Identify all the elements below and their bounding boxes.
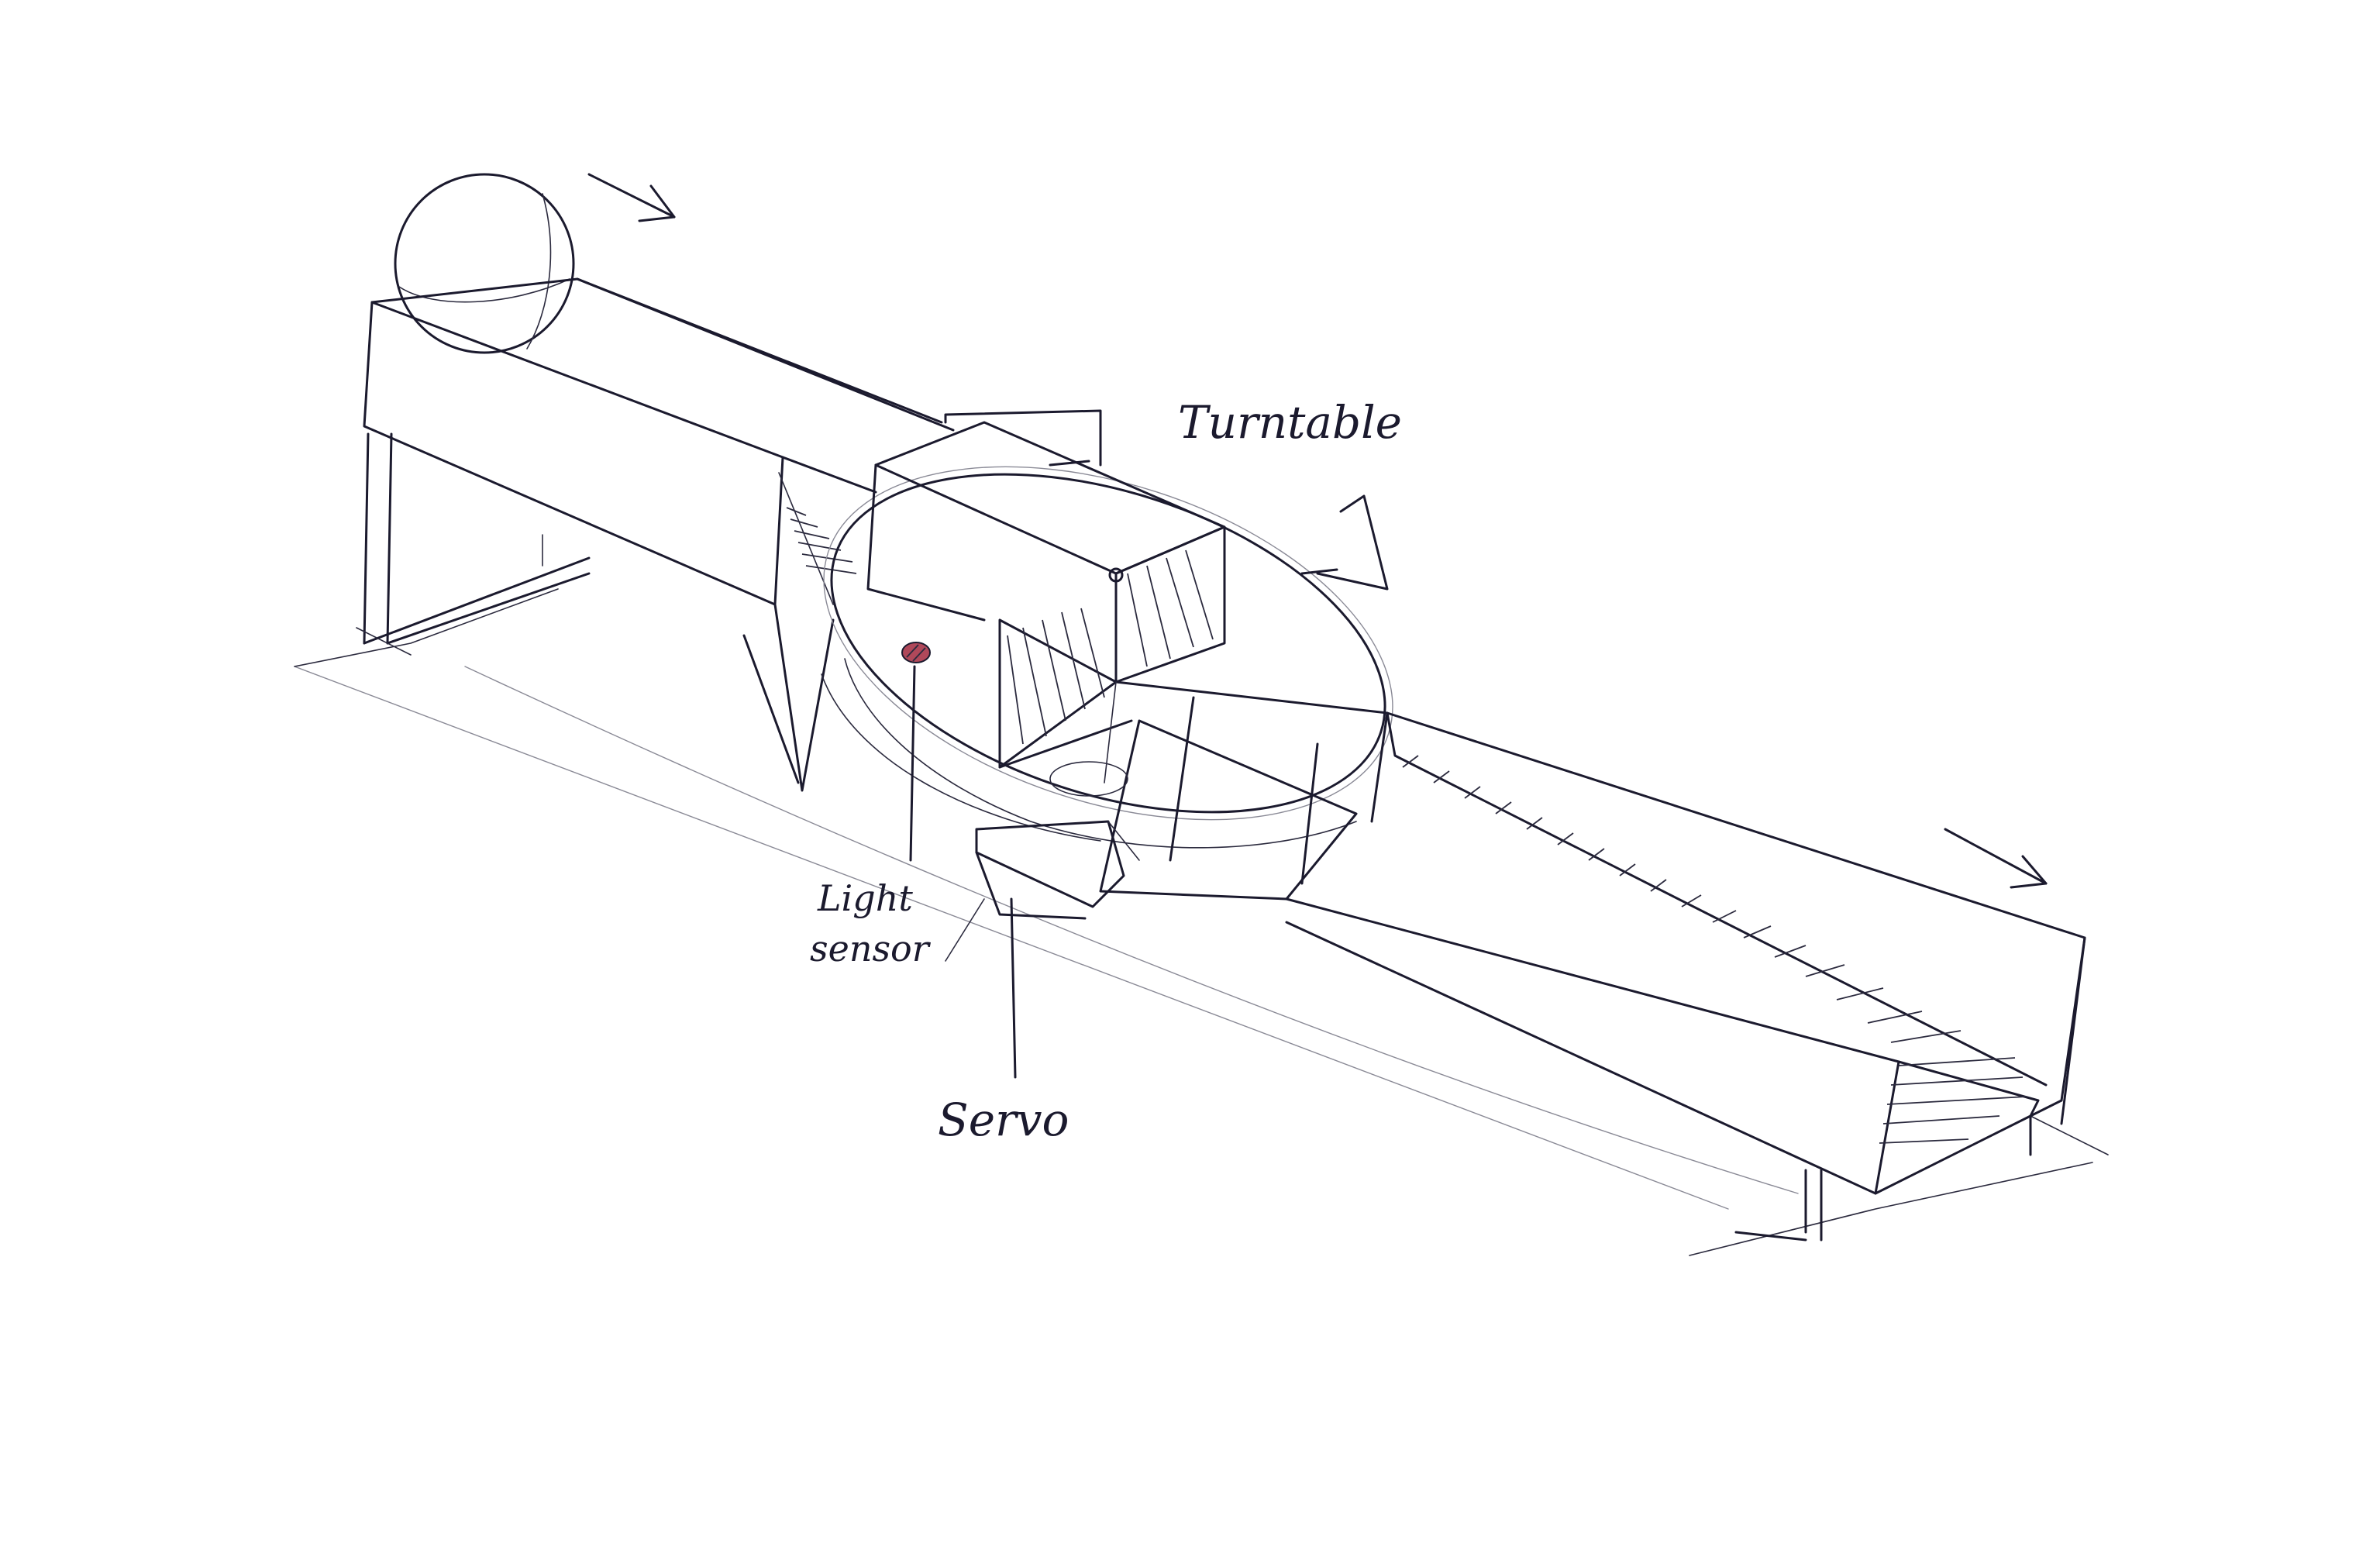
ball-icon bbox=[395, 174, 573, 353]
upper-ramp bbox=[356, 279, 953, 790]
arrow-right-icon bbox=[589, 174, 674, 221]
lower-ramp bbox=[1286, 713, 2085, 1240]
light-sensor-label-line1: Light bbox=[817, 877, 913, 919]
light-sensor bbox=[902, 642, 930, 663]
ground-lines bbox=[294, 589, 2108, 1255]
turntable-label: Turntable bbox=[1178, 396, 1402, 449]
servo-label: Servo bbox=[938, 1093, 1069, 1146]
arrow-right-icon bbox=[1945, 829, 2046, 887]
servo bbox=[976, 821, 1139, 918]
light-sensor-label-line2: sensor bbox=[810, 928, 932, 969]
